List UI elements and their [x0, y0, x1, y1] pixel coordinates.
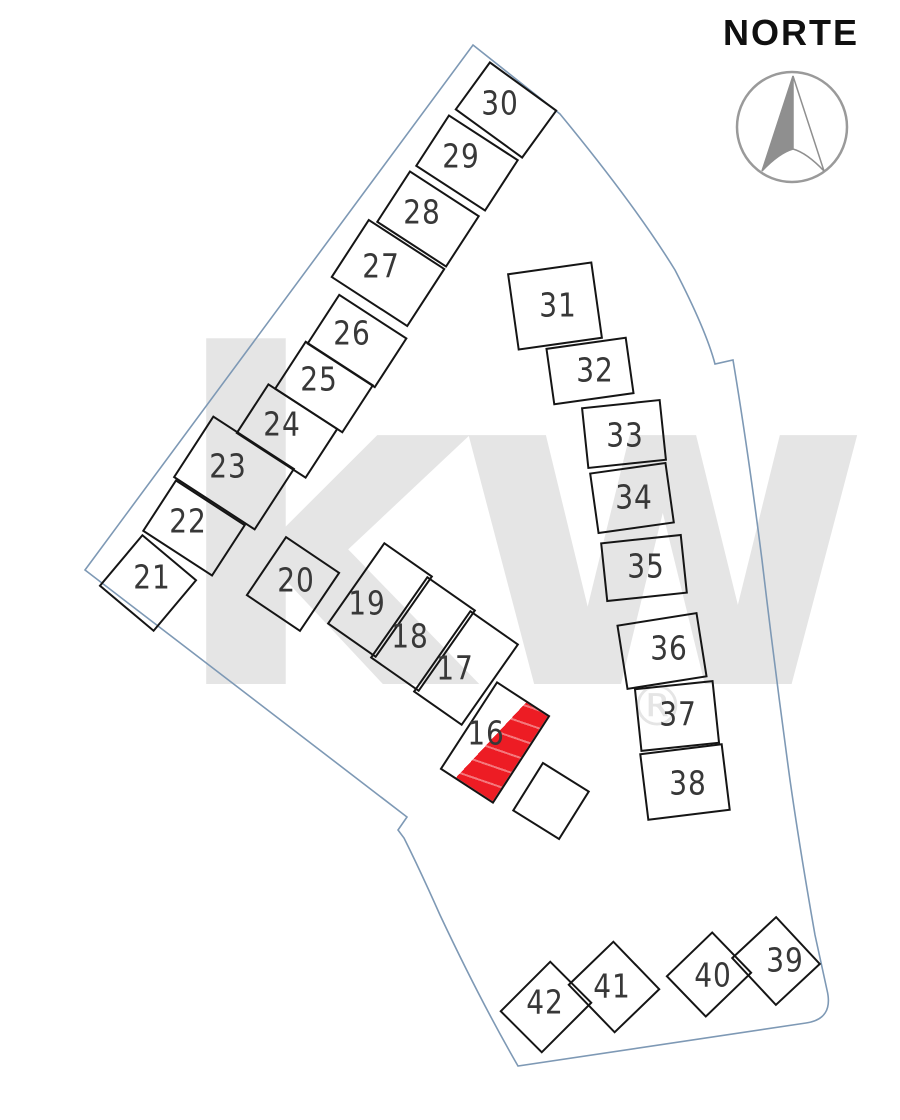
lot-label-41: 41 — [593, 966, 631, 1006]
lot-label-24: 24 — [263, 404, 301, 444]
lot-label-28: 28 — [403, 192, 441, 232]
lot-label-36: 36 — [650, 628, 688, 668]
lot-label-17: 17 — [436, 648, 474, 688]
lot-label-37: 37 — [659, 694, 697, 734]
lot-label-31: 31 — [539, 285, 577, 325]
lot-label-18: 18 — [391, 616, 429, 656]
lot-label-22: 22 — [169, 501, 207, 541]
kw-watermark: kw — [168, 263, 873, 792]
registered-trademark-icon: ® — [629, 674, 685, 740]
lot-label-33: 33 — [606, 415, 644, 455]
lot-label-40: 40 — [694, 955, 732, 995]
lot-label-16: 16 — [467, 713, 505, 753]
lot-label-30: 30 — [481, 83, 519, 123]
lot-label-19: 19 — [348, 583, 386, 623]
lot-label-38: 38 — [669, 763, 707, 803]
lot-label-20: 20 — [277, 560, 315, 600]
lot-label-27: 27 — [362, 246, 400, 286]
compass-icon — [735, 70, 849, 184]
lot-label-35: 35 — [627, 546, 665, 586]
lot-label-23: 23 — [209, 446, 247, 486]
lot-label-25: 25 — [300, 359, 338, 399]
lot-label-42: 42 — [526, 982, 564, 1022]
lot-label-26: 26 — [333, 313, 371, 353]
lot-label-21: 21 — [133, 557, 171, 597]
lot-label-39: 39 — [766, 940, 804, 980]
north-label: NORTE — [723, 12, 859, 53]
lot-label-34: 34 — [615, 477, 653, 517]
lot-label-32: 32 — [576, 350, 614, 390]
property-boundary — [83, 43, 830, 1067]
lot-label-29: 29 — [442, 136, 480, 176]
